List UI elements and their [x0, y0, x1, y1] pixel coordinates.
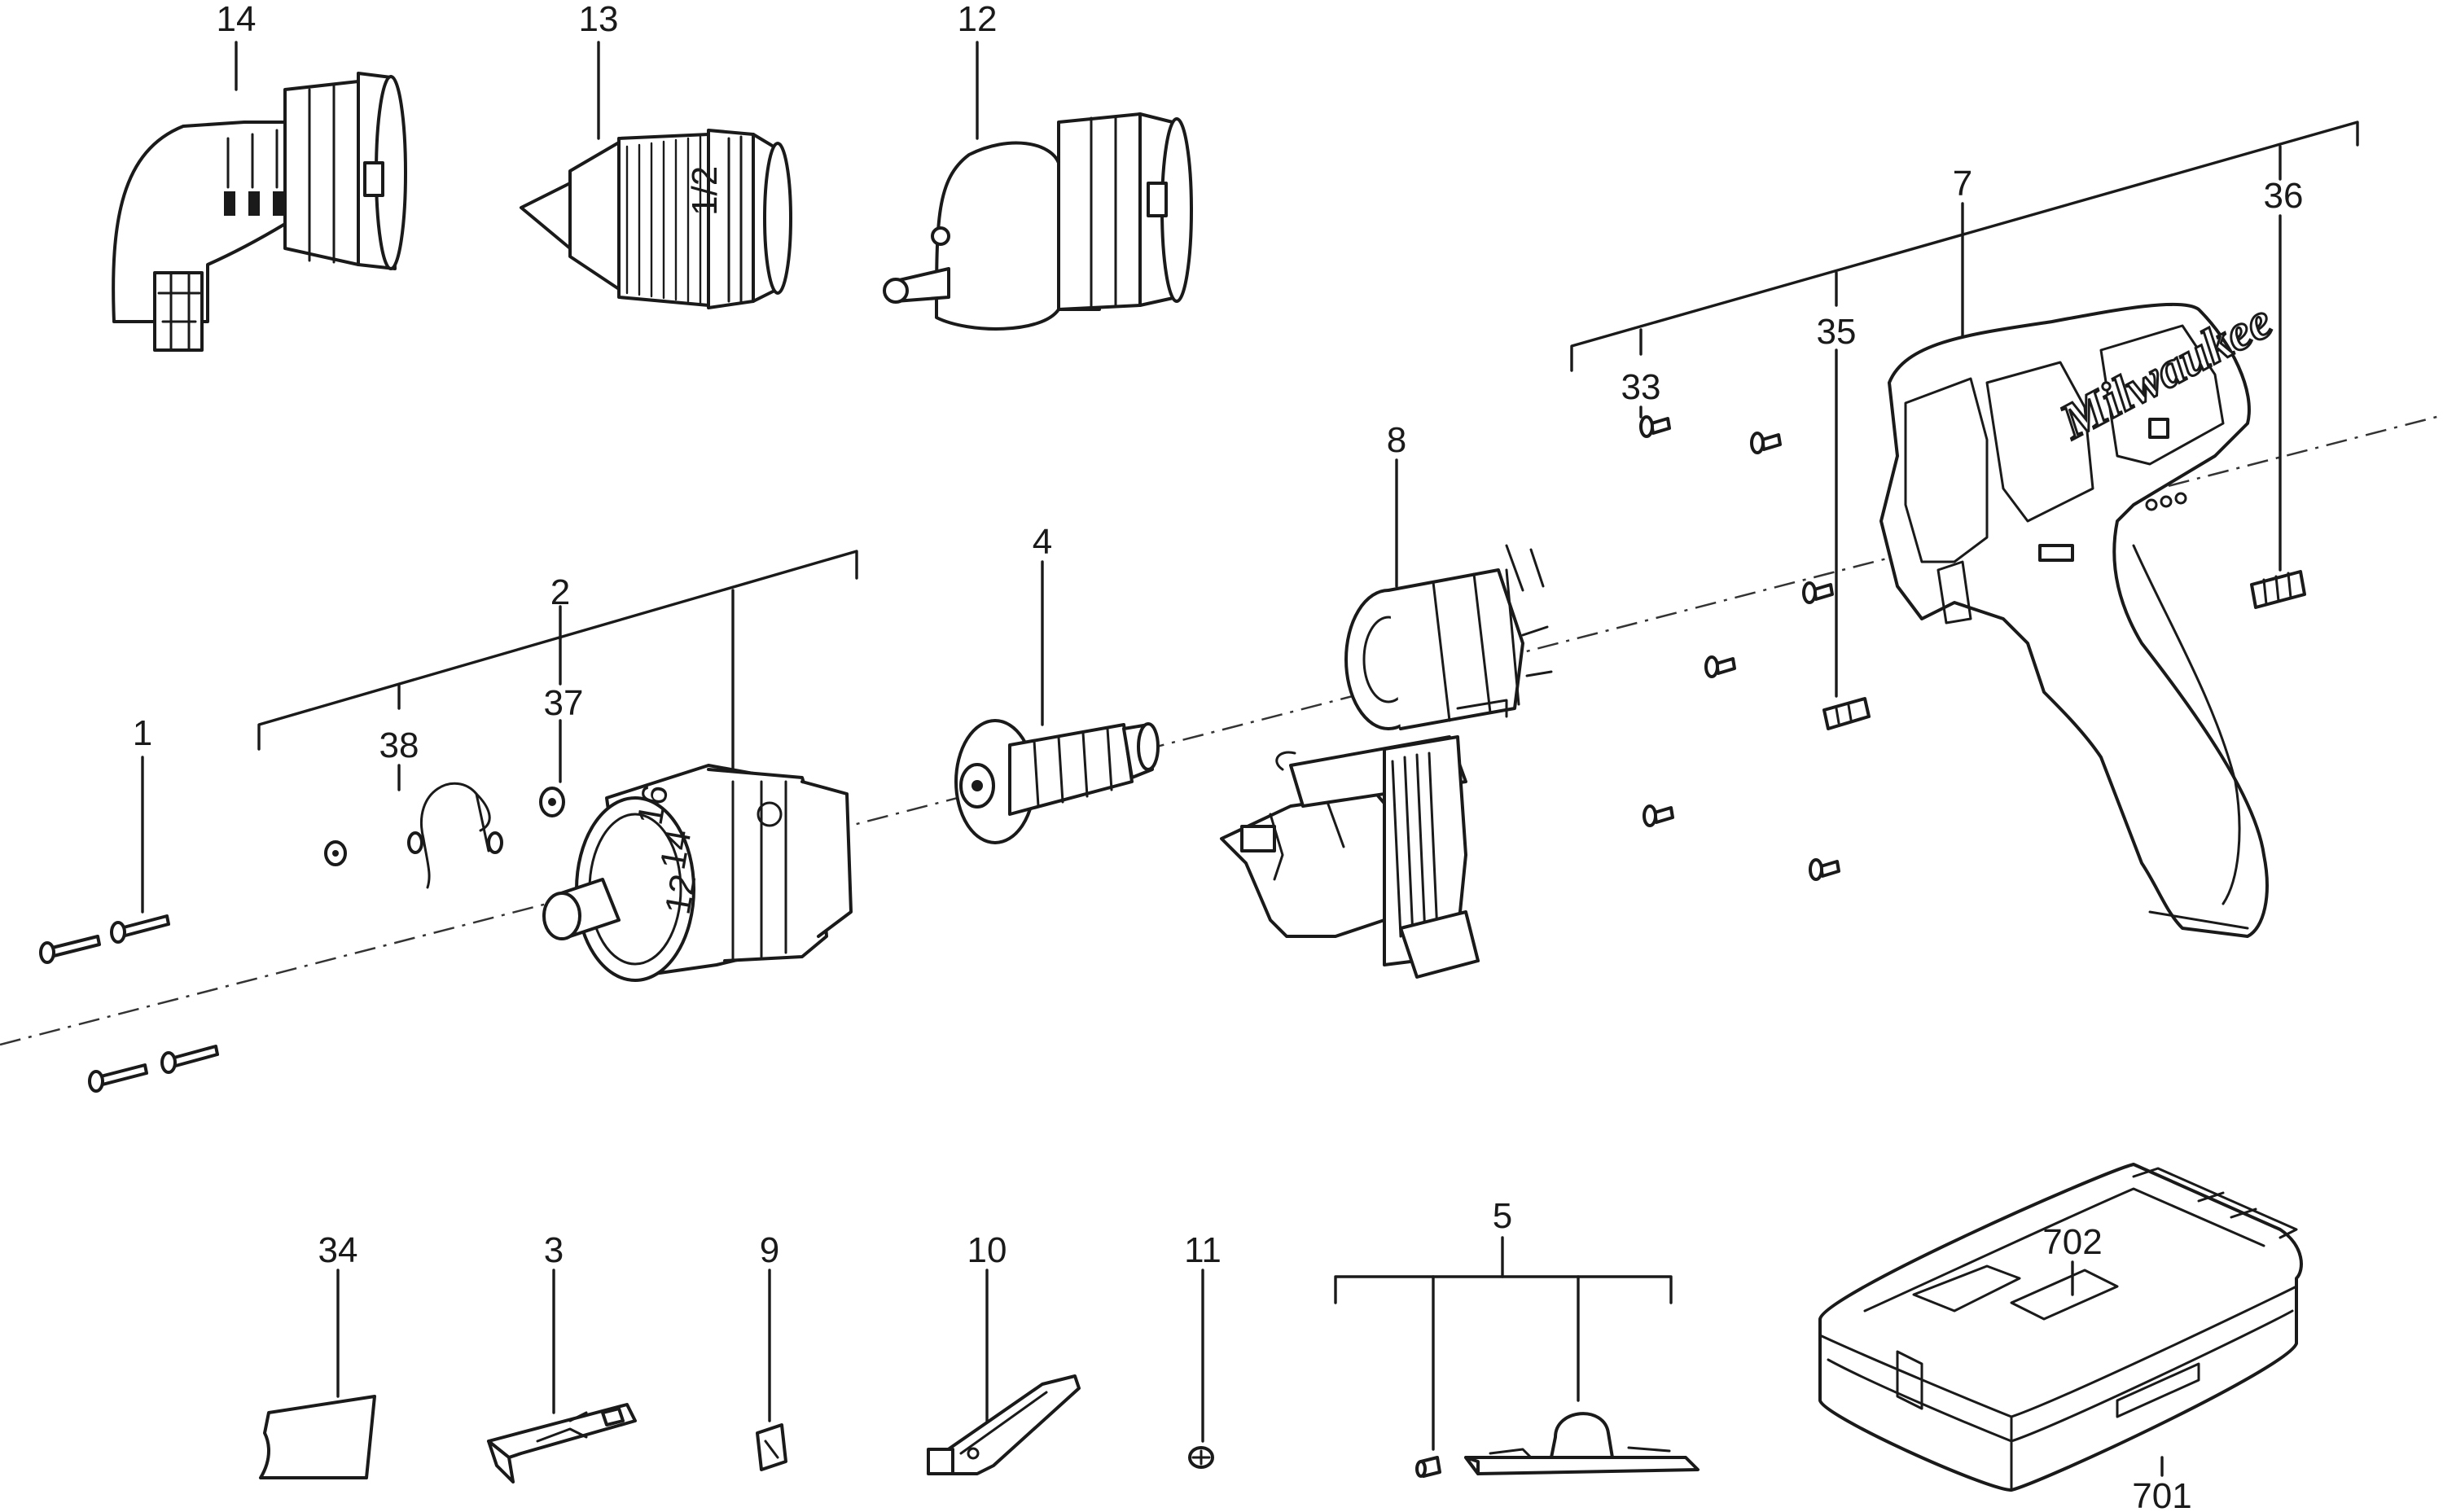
bracket-7: [1570, 121, 2359, 372]
part-11-screw[interactable]: [1188, 1446, 1214, 1469]
clutch-number-14: 14: [653, 826, 700, 873]
label-702: 702: [2042, 1222, 2102, 1262]
part-3-direction-slider[interactable]: [487, 1403, 637, 1484]
gearbox-assembly[interactable]: 16 14 12: [542, 764, 853, 982]
label-8: 8: [1387, 420, 1406, 460]
part-13-keyless-chuck-attachment[interactable]: 1/2: [520, 129, 792, 309]
bracket-2: [257, 550, 858, 751]
part-38-spring-clip[interactable]: [324, 782, 503, 889]
label-13: 13: [579, 0, 619, 39]
label-3: 3: [544, 1230, 564, 1270]
label-9: 9: [760, 1230, 779, 1270]
part-1-screws[interactable]: [39, 914, 219, 1093]
part-33-screws[interactable]: [1639, 415, 1840, 881]
part-36-contacts[interactable]: [2250, 570, 2306, 609]
part-34-label-sheet[interactable]: [259, 1395, 376, 1479]
label-10: 10: [967, 1230, 1007, 1270]
part-5-base-plate[interactable]: [1464, 1412, 1700, 1475]
part-5-pin[interactable]: [1415, 1456, 1441, 1478]
part-4-rotor[interactable]: [954, 719, 1160, 844]
label-11: 11: [1184, 1230, 1222, 1270]
part-12-offset-attachment[interactable]: [883, 112, 1193, 331]
part-7-housing[interactable]: Milwaukee: [1879, 291, 2282, 938]
label-12: 12: [958, 0, 998, 39]
label-36: 36: [2264, 176, 2304, 216]
label-701: 701: [2132, 1476, 2191, 1512]
bracket-5: [1334, 1275, 1673, 1304]
label-7: 7: [1953, 164, 1972, 204]
part-701-carrying-case[interactable]: [1818, 1163, 2303, 1492]
part-9-small-clip[interactable]: [756, 1423, 787, 1471]
label-5: 5: [1493, 1196, 1512, 1236]
label-35: 35: [1817, 312, 1857, 352]
label-2: 2: [550, 572, 570, 612]
label-38: 38: [379, 725, 419, 765]
chuck-size-marking: 1/2: [685, 166, 725, 216]
clutch-number-12: 12: [658, 871, 704, 918]
part-10-belt-clip[interactable]: [927, 1374, 1081, 1475]
part-37-washer[interactable]: [539, 787, 565, 817]
label-33: 33: [1621, 367, 1661, 407]
part-35-small-plate[interactable]: [1822, 697, 1871, 730]
label-4: 4: [1033, 522, 1052, 562]
part-14-right-angle-attachment[interactable]: [112, 72, 407, 352]
label-34: 34: [318, 1230, 358, 1270]
assembly-axis-line: [0, 414, 2443, 1046]
label-14: 14: [217, 0, 257, 39]
label-37: 37: [544, 683, 584, 723]
label-1: 1: [133, 713, 152, 753]
part-8-stator-electronics[interactable]: [1220, 544, 1553, 979]
clutch-number-16: 16: [630, 782, 677, 828]
